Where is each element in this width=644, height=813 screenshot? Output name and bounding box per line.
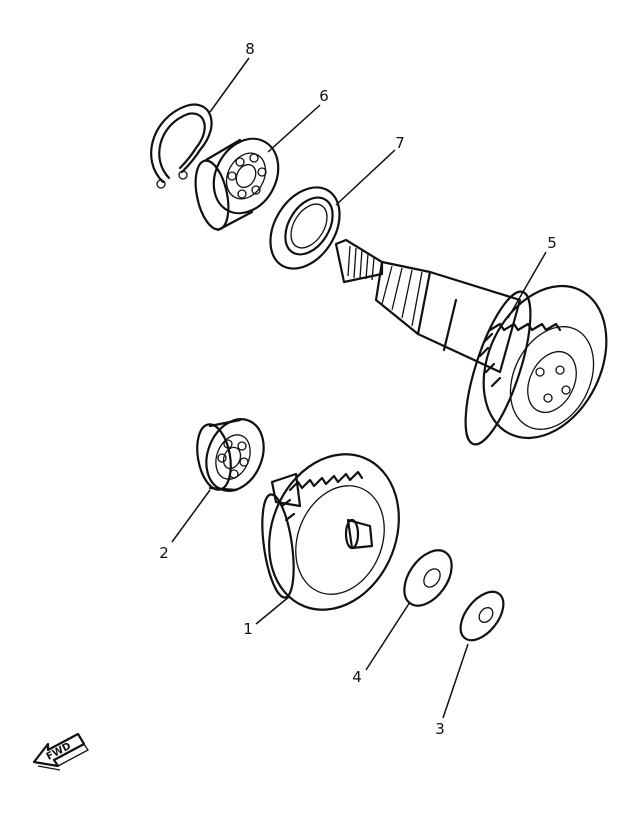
- callout-1: 1: [243, 620, 253, 638]
- callout-7: 7: [395, 134, 405, 152]
- bearing-part-6[interactable]: [190, 127, 291, 232]
- leader-5: [507, 251, 547, 319]
- leader-2: [171, 489, 211, 543]
- callout-4: 4: [352, 668, 362, 686]
- callout-6: 6: [319, 87, 329, 105]
- fwd-arrow-icon: FWD: [32, 732, 89, 771]
- leader-3: [442, 643, 469, 719]
- circlip-part-8[interactable]: [150, 103, 213, 189]
- bearing-part-2[interactable]: [193, 411, 274, 500]
- callout-3: 3: [435, 720, 445, 738]
- leader-4: [365, 601, 411, 671]
- oil-seal-part-7[interactable]: [256, 175, 354, 281]
- shaft-gear-part-5[interactable]: [334, 238, 630, 458]
- leader-6: [267, 104, 321, 153]
- gear-part-1[interactable]: [247, 435, 422, 630]
- callout-8: 8: [245, 40, 255, 58]
- callout-2: 2: [159, 544, 169, 562]
- leader-7: [335, 149, 396, 206]
- leader-lines: [171, 57, 547, 719]
- leader-1: [255, 595, 291, 625]
- leader-8: [209, 57, 250, 113]
- callout-5: 5: [547, 234, 557, 252]
- washer-part-4[interactable]: [395, 542, 462, 615]
- washer-part-3[interactable]: [452, 584, 512, 648]
